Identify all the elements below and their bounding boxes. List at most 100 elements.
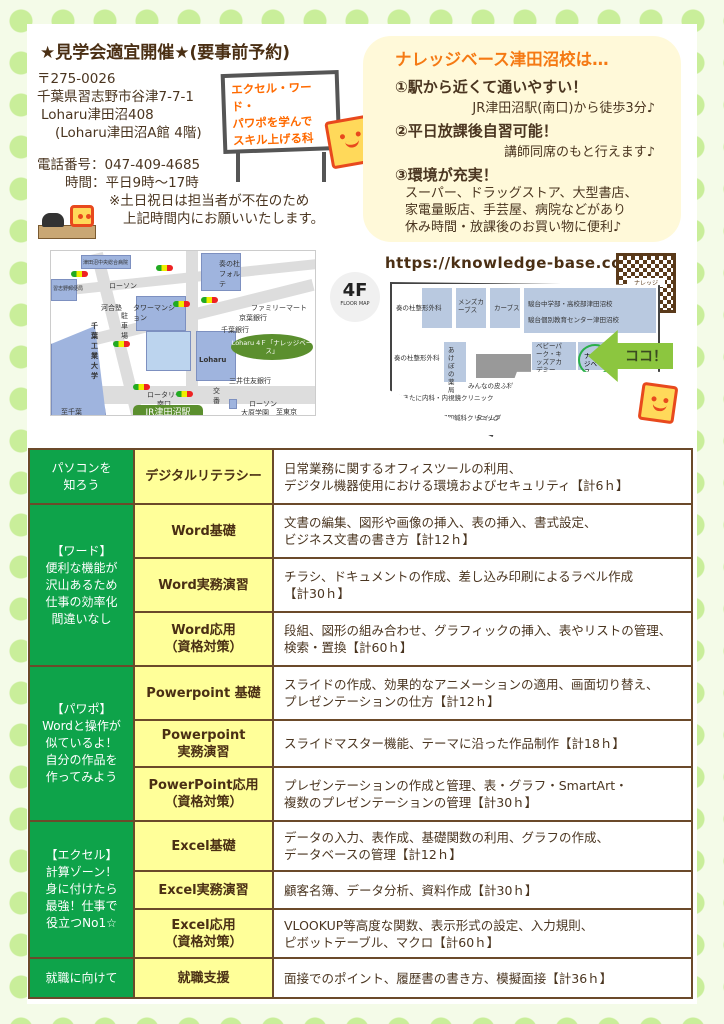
table-row: Word実務演習チラシ、ドキュメントの作成、差し込み印刷によるラベル作成【計30… [29, 557, 693, 613]
table-row: 就職に向けて就職支援面接でのポイント、履歴書の書き方、模擬面接【計36ｈ】 [28, 957, 693, 999]
map-label: ローソン [249, 400, 277, 408]
feature-heading: ①駅から近くて通いやすい！ [395, 78, 588, 96]
address-block: 〒275-0026 千葉県習志野市谷津7-7-1 Loharu津田沼408 (L… [37, 70, 324, 228]
station-label: JR津田沼駅 [133, 405, 203, 415]
description-line: 日常業務に関するオフィスツールの利用、 [284, 460, 522, 476]
description-line: 顧客名簿、データ分析、資料作成【計30ｈ】 [284, 882, 538, 898]
course-description: チラシ、ドキュメントの作成、差し込み印刷によるラベル作成【計30ｈ】 [272, 557, 693, 613]
description-line: チラシ、ドキュメントの作成、差し込み印刷によるラベル作成 [284, 569, 634, 584]
course-description: スライドマスター機能、テーマに沿った作品制作【計18ｈ】 [272, 719, 693, 768]
course-description: スライドの作成、効果的なアニメーションの適用、画面切り替え、プレゼンテーションの… [272, 665, 693, 721]
map-label: 千葉銀行 [221, 326, 249, 334]
map-label: Loharu [199, 356, 227, 364]
table-row: Word応用 （資格対策）段組、図形の組み合わせ、グラフィックの挿入、表やリスト… [29, 611, 693, 667]
description-line: VLOOKUP等高度な関数、表示形式の設定、入力規則、 [284, 917, 594, 933]
whiteboard-stand [236, 152, 326, 182]
course-name: PowerPoint応用 （資格対策） [133, 766, 274, 822]
table-row: 【エクセル】 計算ゾーン！ 身に付けたら 最強！仕事で 役立つNo1☆Excel… [28, 820, 693, 959]
weekend-note: 上記時間内にお願いいたします。 [123, 211, 325, 227]
description-line: プレゼンテーションの仕方【計12ｈ】 [284, 694, 500, 709]
description-line: データベースの管理【計12ｈ】 [284, 847, 462, 862]
whiteboard-illustration: エクセル・ワード・ パワポを学んで スキル上げる科 [220, 69, 342, 155]
course-name: Word実務演習 [133, 557, 274, 613]
description-line: 面接でのポイント、履歴書の書き方、模擬面接【計36ｈ】 [284, 970, 613, 986]
description-line: プレゼンテーションの作成と管理、表・グラフ・SmartArt・ [284, 778, 628, 793]
table-row: パソコンを 知ろうデジタルリテラシー日常業務に関するオフィスツールの利用、デジタ… [28, 448, 693, 505]
feature-detail: JR津田沼駅(南口)から徒歩3分♪ [472, 101, 655, 116]
school-features-box: ナレッジベース津田沼校は… ①駅から近くて通いやすい！ JR津田沼駅(南口)から… [363, 36, 681, 242]
map-label: 京葉銀行 [239, 314, 267, 322]
course-description: データの入力、表作成、基礎関数の利用、グラフの作成、データベースの管理【計12ｈ… [272, 820, 693, 872]
phone-desk-illustration [38, 205, 98, 240]
feature-detail: スーパー、ドラッグストア、大型書店、 [405, 186, 638, 201]
category-cell: パソコンを 知ろう [28, 448, 135, 505]
category-cell: 【パワポ】 Wordと操作が 似ているよ！ 自分の作品を 作ってみよう [28, 665, 135, 822]
map-label: 河合塾 [101, 304, 122, 312]
description-line: スライドマスター機能、テーマに沿った作品制作【計18ｈ】 [284, 736, 625, 751]
map-label: ローソン [109, 282, 137, 290]
map-label: 千葉工業大学 [91, 322, 98, 380]
course-description: VLOOKUP等高度な関数、表示形式の設定、入力規則、ピボットテーブル、マクロ【… [272, 908, 693, 959]
category-cell: 【ワード】 便利な機能が 沢山あるため 仕事の効率化 間違いなし [28, 503, 135, 667]
map-label: 奏の杜フォルテ [219, 260, 240, 288]
course-name: Excel応用 （資格対策） [133, 908, 274, 959]
map-label: 大原学園 [241, 409, 269, 416]
feature-detail: 講師同席のもと行えます♪ [503, 145, 655, 160]
map-label: ファミリーマート [251, 304, 307, 312]
map-label: 三井住友銀行 [229, 377, 271, 385]
map-label: 駐車場 [121, 312, 128, 340]
course-name: Excel基礎 [133, 820, 274, 872]
description-line: ビジネス文書の書き方【計12ｈ】 [284, 532, 475, 547]
telephone-icon [42, 213, 64, 227]
postal-code: 〒275-0026 [37, 71, 116, 87]
map-label: 習志野郵便局 [53, 286, 84, 292]
course-table: パソコンを 知ろうデジタルリテラシー日常業務に関するオフィスツールの利用、デジタ… [28, 448, 693, 999]
category-cell: 【エクセル】 計算ゾーン！ 身に付けたら 最強！仕事で 役立つNo1☆ [28, 820, 135, 959]
features-title: ナレッジベース津田沼校は… [395, 50, 609, 69]
board-text: エクセル・ワード・ [230, 79, 312, 114]
office-hours: 時間：平日9時～17時 [65, 175, 199, 191]
category-cell: 就職に向けて [28, 957, 135, 999]
map-label: 南口 [157, 400, 171, 408]
map-label: 交番 [213, 387, 220, 405]
description-line: 文書の編集、図形や画像の挿入、表の挿入、書式設定、 [284, 515, 597, 530]
description-line: ピボットテーブル、マクロ【計60ｈ】 [284, 934, 500, 950]
course-name: デジタルリテラシー [133, 448, 274, 505]
here-label: ココ！ [625, 349, 667, 365]
mascot-character [637, 381, 679, 425]
course-description: 文書の編集、図形や画像の挿入、表の挿入、書式設定、ビジネス文書の書き方【計12ｈ… [272, 503, 693, 559]
board-text: スキル上げる科 [232, 130, 314, 148]
map-label: 津田沼中央総合病院 [83, 260, 129, 266]
table-row: Excel応用 （資格対策）VLOOKUP等高度な関数、表示形式の設定、入力規則… [29, 908, 693, 959]
course-name: Powerpoint 基礎 [133, 665, 274, 721]
description-line: スライドの作成、効果的なアニメーションの適用、画面切り替え、 [284, 677, 659, 692]
map-label: 至東京 [276, 408, 297, 416]
description-line: デジタル機器使用における環境およびセキュリティ【計6ｈ】 [284, 477, 629, 493]
description-line: 検索・置換【計60ｈ】 [284, 640, 413, 655]
course-name: Powerpoint 実務演習 [133, 719, 274, 768]
map-label: ロータリー [147, 391, 182, 399]
open-house-title: ★見学会適宜開催★(要事前予約) [40, 43, 291, 63]
map-label: タワーマンション [133, 304, 175, 322]
school-location-callout: Loharu 4Ｆ「ナレッジベース」 [231, 334, 313, 360]
feature-heading: ②平日放課後自習可能！ [395, 122, 558, 140]
course-name: Word基礎 [133, 503, 274, 559]
weekend-note: ※土日祝日は担当者が不在のため [109, 193, 310, 209]
course-description: 日常業務に関するオフィスツールの利用、デジタル機器使用における環境およびセキュリ… [272, 448, 693, 505]
table-row: PowerPoint応用 （資格対策）プレゼンテーションの作成と管理、表・グラフ… [29, 766, 693, 822]
address-line: Loharu津田沼408 [41, 107, 154, 123]
description-line: データの入力、表作成、基礎関数の利用、グラフの作成、 [284, 830, 610, 845]
course-description: プレゼンテーションの作成と管理、表・グラフ・SmartArt・複数のプレゼンテー… [272, 766, 693, 822]
map-label: 至千葉 [61, 408, 82, 416]
website-url[interactable]: https://knowledge-base.co/ [385, 254, 628, 272]
feature-detail: 家電量販店、手芸屋、病院などがあり [405, 203, 627, 218]
phone-number: 電話番号：047-409-4685 [37, 157, 201, 173]
course-name: 就職支援 [133, 957, 274, 999]
area-map: 津田沼中央総合病院 習志野郵便局 ローソン 河合塾 駐車場 タワーマンション 奏… [50, 250, 316, 416]
address-line: 千葉県習志野市谷津7-7-1 [37, 89, 195, 105]
feature-heading: ③環境が充実！ [395, 166, 498, 184]
description-line: 複数のプレゼンテーションの管理【計30ｈ】 [284, 795, 538, 810]
table-row: Excel実務演習顧客名簿、データ分析、資料作成【計30ｈ】 [29, 870, 693, 910]
